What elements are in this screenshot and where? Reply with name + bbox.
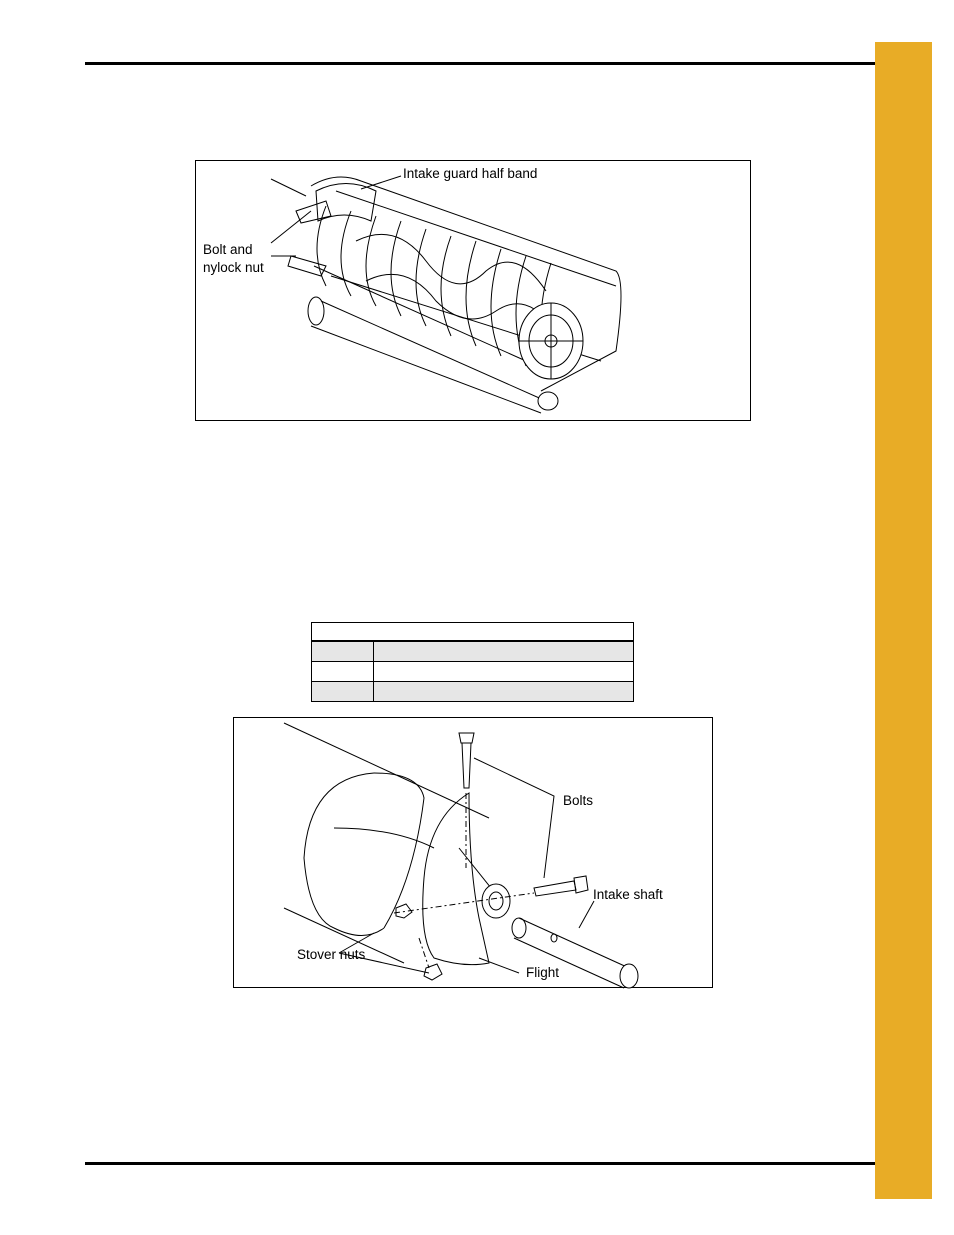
label-intake-shaft: Intake shaft — [593, 887, 663, 902]
table-cell — [373, 661, 634, 682]
table-cell — [311, 640, 374, 662]
table-cell — [373, 640, 634, 662]
header-rule — [85, 62, 917, 65]
label-intake-guard-half-band: Intake guard half band — [403, 166, 538, 181]
intake-guard-drawing — [270, 175, 622, 414]
label-stover-nuts: Stover nuts — [297, 947, 366, 962]
footer-rule — [85, 1162, 921, 1165]
figure-intake-shaft: Bolts Intake shaft Stover nuts Flight — [233, 717, 713, 989]
intake-shaft-drawing — [283, 722, 639, 989]
table-row — [311, 681, 634, 702]
label-flight: Flight — [526, 965, 560, 980]
table-row — [311, 640, 634, 662]
table-row — [311, 661, 634, 682]
table-cell — [373, 681, 634, 702]
table-cell — [311, 661, 374, 682]
figure-intake-guard: Intake guard half band Bolt and nylock n… — [195, 160, 751, 421]
side-tab — [875, 42, 932, 1199]
table-header-row — [311, 622, 634, 642]
table-header — [311, 622, 634, 642]
table-cell — [311, 681, 374, 702]
label-nylock-nut: nylock nut — [203, 260, 264, 275]
spec-table — [311, 622, 634, 702]
label-bolt-and: Bolt and — [203, 242, 253, 257]
label-bolts: Bolts — [563, 793, 594, 808]
